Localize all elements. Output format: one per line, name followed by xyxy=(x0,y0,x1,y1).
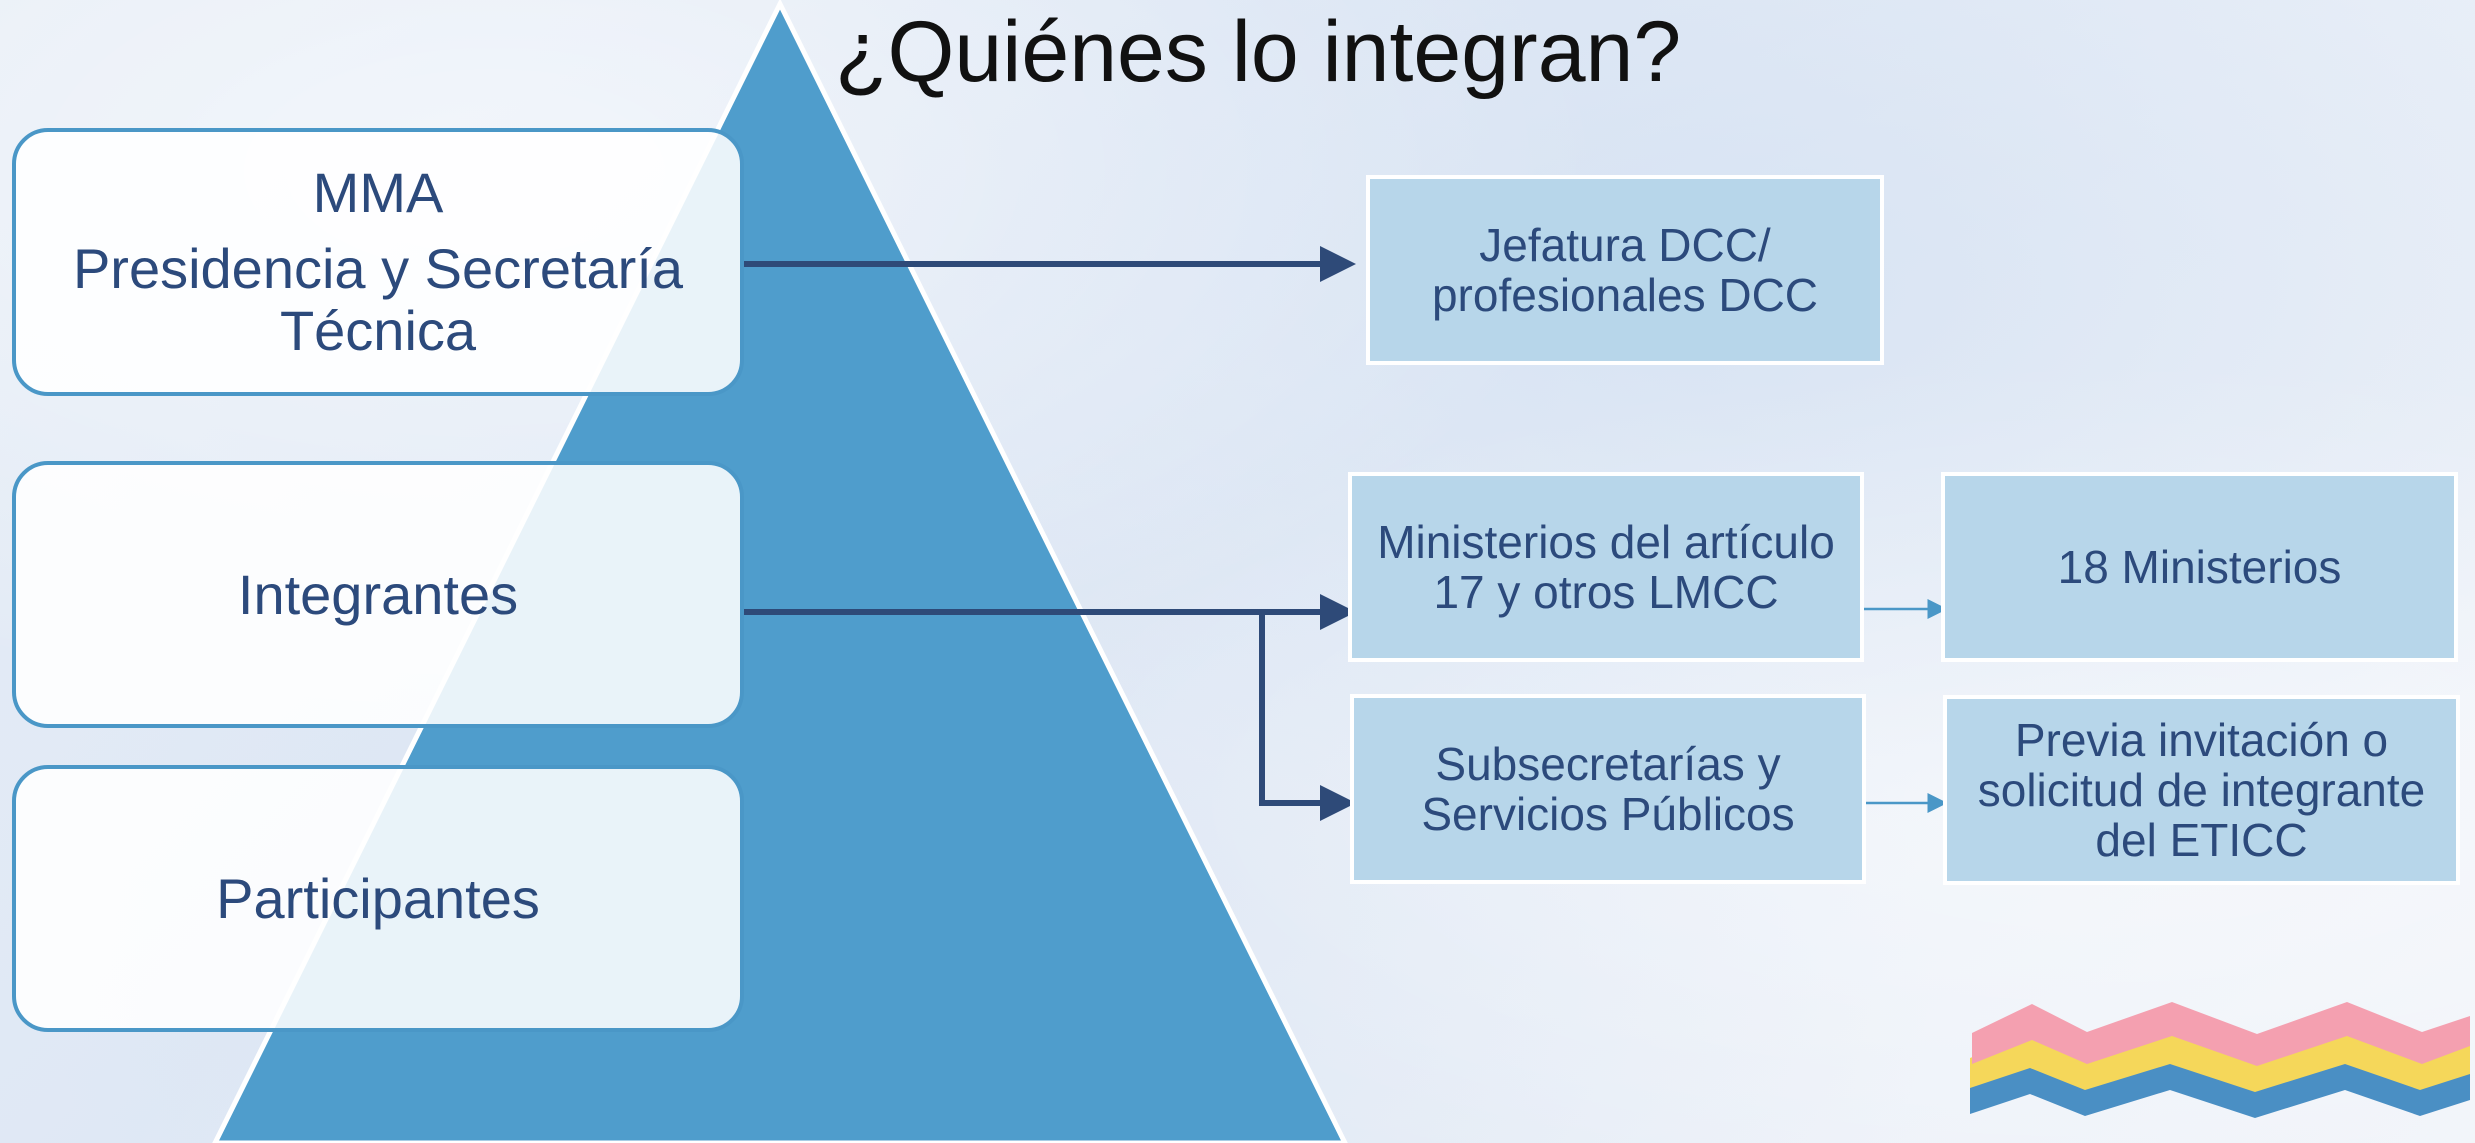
box-ministerios-art17: Ministerios del artículo 17 y otros LMCC xyxy=(1348,472,1864,662)
level-label-mma: MMA xyxy=(312,161,444,224)
level-label-participantes: Participantes xyxy=(216,867,540,930)
decorative-zigzag-stripes xyxy=(1970,1002,2470,1118)
zigzag-stripe-blue xyxy=(1970,1058,2470,1118)
arrow-integrantes-to-subsecretarias xyxy=(1259,612,1356,821)
level-label-presidencia: Presidencia y Secretaría Técnica xyxy=(72,237,684,362)
box-previa-invitacion: Previa invitación o solicitud de integra… xyxy=(1943,695,2460,885)
box-18-ministerios: 18 Ministerios xyxy=(1941,472,2458,662)
box-jefatura: Jefatura DCC/ profesionales DCC xyxy=(1366,175,1884,365)
zigzag-stripe-yellow xyxy=(1970,1034,2470,1092)
box-subsecretarias: Subsecretarías y Servicios Públicos xyxy=(1350,694,1866,884)
zigzag-stripe-pink xyxy=(1972,1002,2470,1066)
level-box-mma: MMA Presidencia y Secretaría Técnica xyxy=(12,128,744,396)
level-box-integrantes: Integrantes xyxy=(12,461,744,728)
page-title: ¿Quiénes lo integran? xyxy=(835,4,1682,100)
level-box-participantes: Participantes xyxy=(12,765,744,1032)
level-label-integrantes: Integrantes xyxy=(237,563,519,626)
